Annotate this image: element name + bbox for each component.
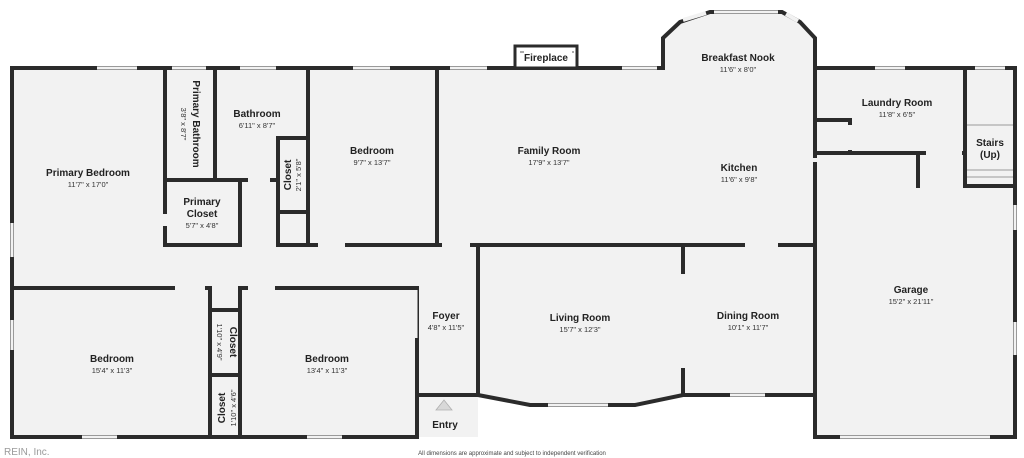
room-label-garage: Garage xyxy=(894,285,929,296)
room-label-primary-closet-2: Closet xyxy=(187,209,218,220)
room-label-bedroom-right: Bedroom xyxy=(305,354,349,365)
watermark-text: REIN, Inc. xyxy=(4,447,50,458)
room-label-foyer: Foyer xyxy=(432,311,459,322)
room-dims-foyer: 4'8" x 11'5" xyxy=(428,323,465,332)
room-label-living-room: Living Room xyxy=(550,313,611,324)
room-labels: Fireplace Breakfast Nook 11'6" x 8'0" Pr… xyxy=(4,53,1004,458)
room-label-bedroom-top: Bedroom xyxy=(350,146,394,157)
room-label-primary-closet: Primary xyxy=(183,197,221,208)
room-dims-primary-bedroom: 11'7" x 17'0" xyxy=(68,180,109,189)
disclaimer-text: All dimensions are approximate and subje… xyxy=(418,451,606,457)
room-dims-primary-bathroom: 3'8" x 8'7" xyxy=(179,108,188,141)
room-label-kitchen: Kitchen xyxy=(721,163,758,174)
entry-label: Entry xyxy=(432,420,458,431)
room-label-primary-bedroom: Primary Bedroom xyxy=(46,168,130,179)
room-dims-garage: 15'2" x 21'11" xyxy=(889,297,934,306)
room-label-fireplace: Fireplace xyxy=(524,53,568,64)
room-label-closet-hall: Closet xyxy=(283,159,294,190)
room-dims-dining-room: 10'1" x 11'7" xyxy=(728,323,769,332)
room-dims-closet-a: 1'10" x 4'9" xyxy=(215,324,224,361)
room-dims-closet-hall: 2'1" x 5'8" xyxy=(294,158,303,191)
room-label-bedroom-left: Bedroom xyxy=(90,354,134,365)
room-dims-living-room: 15'7" x 12'3" xyxy=(559,325,600,334)
room-label-closet-b: Closet xyxy=(217,392,228,423)
room-label-family-room: Family Room xyxy=(518,146,581,157)
room-dims-bathroom: 6'11" x 8'7" xyxy=(239,121,276,130)
room-dims-primary-closet: 5'7" x 4'8" xyxy=(186,221,219,230)
floor-fill xyxy=(12,12,1015,437)
room-dims-laundry-room: 11'8" x 6'5" xyxy=(879,110,916,119)
entry-arrow-icon xyxy=(435,399,453,411)
room-dims-closet-b: 1'10" x 4'6" xyxy=(229,389,238,426)
room-label-stairs: Stairs xyxy=(976,138,1004,149)
room-dims-bedroom-top: 9'7" x 13'7" xyxy=(354,158,391,167)
room-label-breakfast-nook: Breakfast Nook xyxy=(701,53,775,64)
room-dims-bedroom-right: 13'4" x 11'3" xyxy=(307,366,348,375)
room-dims-family-room: 17'9" x 13'7" xyxy=(528,158,569,167)
room-label-primary-bathroom: Primary Bathroom xyxy=(190,80,201,167)
room-label-laundry-room: Laundry Room xyxy=(862,98,933,109)
room-label-bathroom: Bathroom xyxy=(233,109,280,120)
windows xyxy=(10,10,1017,439)
room-label-closet-a: Closet xyxy=(227,327,238,358)
room-dims-breakfast-nook: 11'6" x 8'0" xyxy=(720,65,757,74)
room-dims-bedroom-left: 15'4" x 11'3" xyxy=(92,366,133,375)
room-dims-kitchen: 11'6" x 9'8" xyxy=(721,175,758,184)
room-label-stairs-up: (Up) xyxy=(980,150,1000,161)
walls xyxy=(10,10,1017,439)
room-label-dining-room: Dining Room xyxy=(717,311,779,322)
